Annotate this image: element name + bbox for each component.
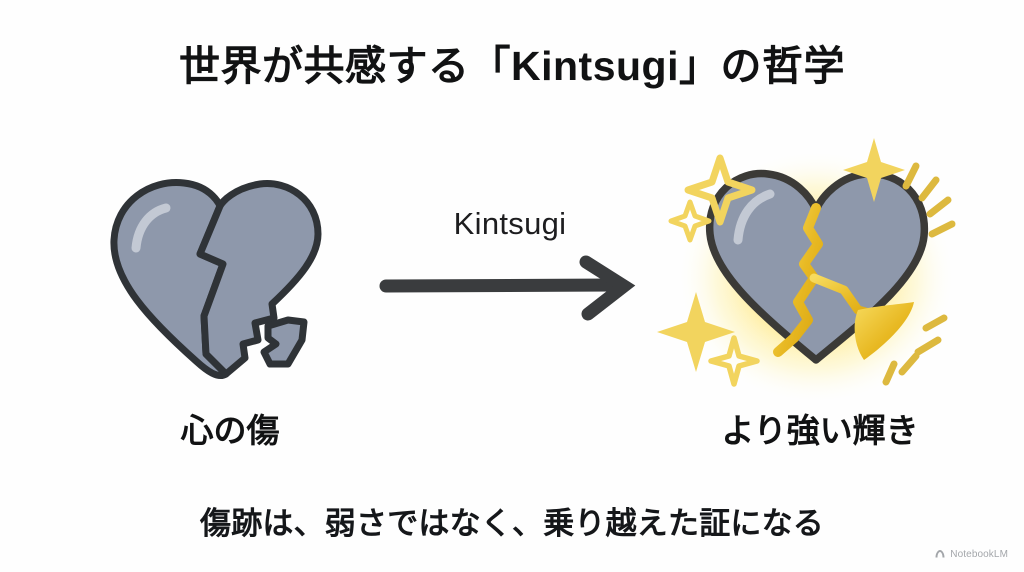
sparkle-icon	[708, 335, 760, 387]
sparkle-icon	[657, 292, 735, 372]
arrow-right-icon	[379, 255, 636, 321]
broken-heart-icon	[110, 179, 322, 379]
watermark: NotebookLM	[934, 548, 1008, 560]
sparkle-icon	[843, 138, 905, 202]
gold-patch	[854, 302, 914, 360]
before-caption: 心の傷	[180, 412, 280, 449]
after-caption: より強い輝き	[721, 412, 919, 449]
sparkle-group	[657, 138, 905, 387]
arrow-label: Kintsugi	[453, 206, 567, 241]
subtitle-text: 傷跡は、弱さではなく、乗り越えた証になる	[200, 506, 824, 541]
radiating-rays	[882, 162, 956, 386]
heart-highlight	[131, 203, 171, 253]
kintsugi-heart-illustration	[648, 124, 978, 409]
heart-highlight	[733, 189, 775, 245]
page-title: 世界が共感する「Kintsugi」の哲学	[179, 43, 845, 89]
notebooklm-logo-icon	[935, 550, 945, 558]
watermark-label: NotebookLM	[950, 548, 1008, 560]
kintsugi-heart-icon	[657, 138, 956, 400]
broken-heart-illustration	[92, 168, 352, 393]
sparkle-icon	[668, 199, 712, 243]
sparkle-icon	[684, 154, 756, 226]
